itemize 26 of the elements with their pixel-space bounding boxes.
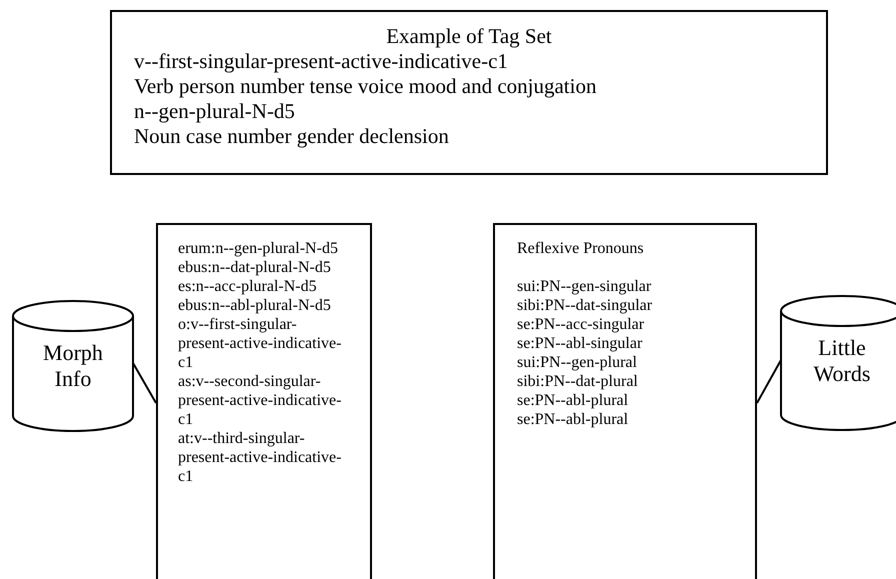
database-label: Little Words — [812, 335, 872, 387]
database-label: Morph Info — [42, 340, 104, 392]
tag-set-box — [110, 10, 828, 175]
entry-text: es:n--acc-plural-N-d5 — [178, 277, 318, 296]
entry-text: n--gen-plural-N-d5 — [134, 99, 296, 124]
entry-text: ebus:n--abl-plural-N-d5 — [178, 296, 332, 315]
entry-text: v--first-singular-present-active-indicative-c1 — [134, 49, 509, 74]
entry-text: at:v--third-singular-present-active-indicative-c1 — [178, 429, 342, 486]
entry-text: ebus:n--dat-plural-N-d5 — [178, 258, 332, 277]
connector-line — [756, 360, 782, 404]
connector-line — [132, 362, 157, 404]
entry-text: sui:PN--gen-plural — [517, 353, 638, 372]
entry-text: sibi:PN--dat-singular — [517, 296, 654, 315]
entry-text: Verb person number tense voice mood and conjugation — [134, 74, 598, 99]
entry-text: se:PN--acc-singular — [517, 315, 646, 334]
entry-text: sibi:PN--dat-plural — [517, 372, 639, 391]
suffix-list-box — [156, 223, 372, 579]
pronoun-list-box — [493, 223, 757, 579]
box-heading: Reflexive Pronouns — [517, 239, 645, 258]
entry-text: sui:PN--gen-singular — [517, 277, 652, 296]
entry-text: se:PN--abl-plural — [517, 391, 630, 410]
box-heading: Example of Tag Set — [385, 24, 553, 49]
entry-text: se:PN--abl-plural — [517, 410, 630, 429]
entry-text: se:PN--abl-singular — [517, 334, 644, 353]
entry-text: erum:n--gen-plural-N-d5 — [178, 239, 339, 258]
entry-text: Noun case number gender declension — [134, 124, 450, 149]
